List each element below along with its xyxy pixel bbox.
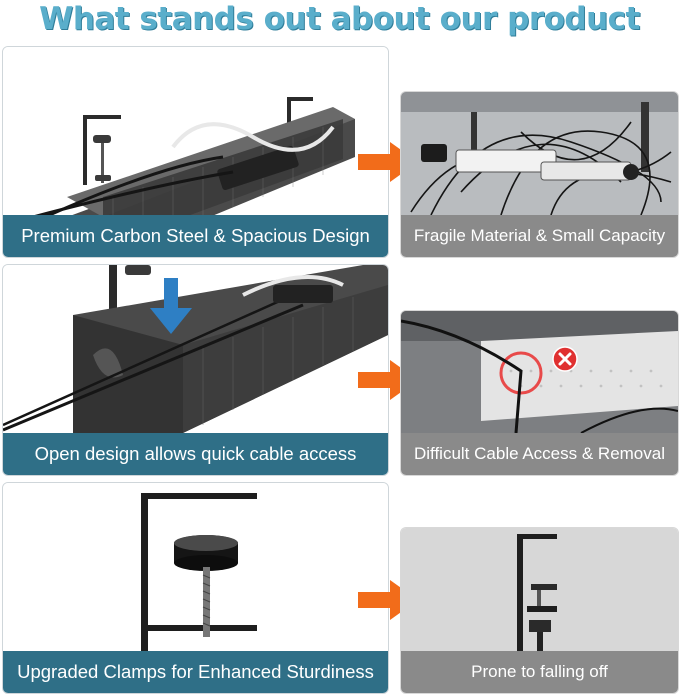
error-x-icon <box>552 346 578 372</box>
ours-card-2: Open design allows quick cable access <box>2 264 389 476</box>
weak-clamp-photo <box>401 528 678 651</box>
ours-caption: Open design allows quick cable access <box>3 433 388 475</box>
ours-caption: Premium Carbon Steel & Spacious Design <box>3 215 388 257</box>
theirs-card-1: Fragile Material & Small Capacity <box>400 91 679 258</box>
page-title: What stands out about our product <box>0 0 679 40</box>
ours-caption: Upgraded Clamps for Enhanced Sturdiness <box>3 651 388 693</box>
ours-card-1: Premium Carbon Steel & Spacious Design <box>2 46 389 258</box>
open-tray-photo <box>3 265 388 433</box>
clamp-photo <box>3 483 388 651</box>
arrow-down-icon <box>150 278 192 334</box>
closed-tray-photo <box>401 311 678 433</box>
theirs-card-3: Prone to falling off <box>400 527 679 694</box>
messy-cables-photo <box>401 92 678 215</box>
tray-photo <box>3 47 388 215</box>
ours-card-3: Upgraded Clamps for Enhanced Sturdiness <box>2 482 389 694</box>
theirs-card-2: Difficult Cable Access & Removal <box>400 310 679 476</box>
theirs-caption: Fragile Material & Small Capacity <box>401 215 678 257</box>
theirs-caption: Difficult Cable Access & Removal <box>401 433 678 475</box>
theirs-caption: Prone to falling off <box>401 651 678 693</box>
